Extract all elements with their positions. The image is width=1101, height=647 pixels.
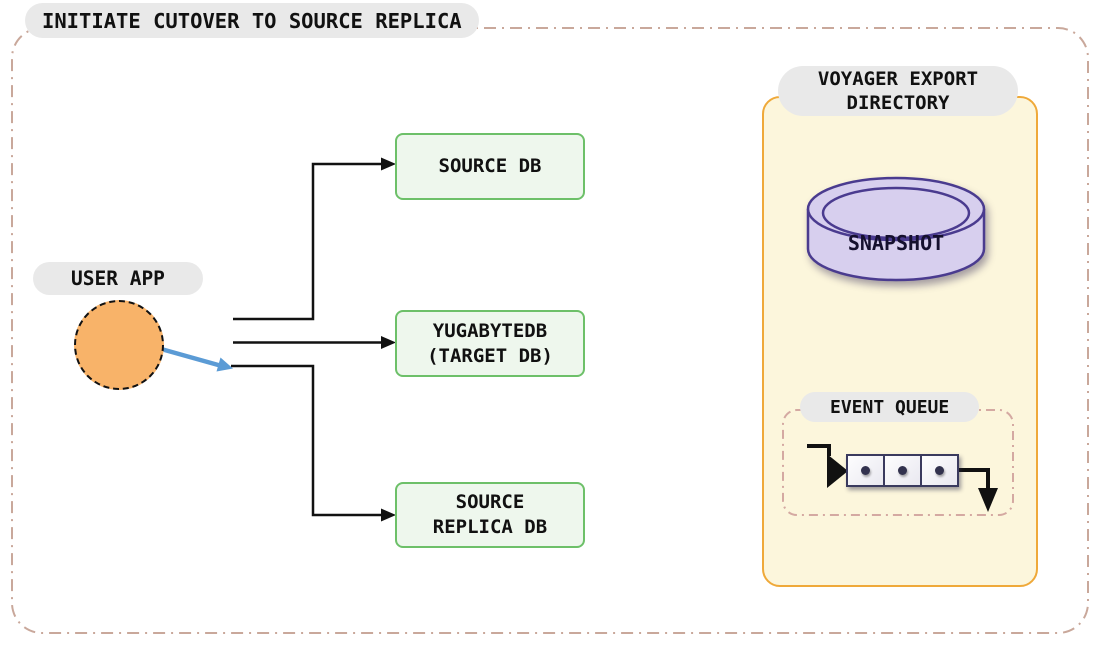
connector-arrow-source-replica-db: [231, 364, 396, 522]
queue-cell: [846, 454, 885, 487]
node-source-replica-line1: SOURCE: [455, 491, 525, 513]
node-source-replica-db: SOURCE REPLICA DB: [395, 482, 585, 548]
snapshot-label: SNAPSHOT: [848, 231, 944, 255]
diagram-title: INITIATE CUTOVER TO SOURCE REPLICA: [25, 3, 479, 38]
node-source-replica-line2: REPLICA DB: [432, 516, 548, 538]
queue-cell: [883, 454, 922, 487]
event-queue-dashed-box: [782, 409, 1014, 516]
blue-cutover-arrow: [151, 344, 233, 372]
queue-item-dot: [898, 466, 907, 475]
queue-inbound-arrow: [807, 444, 848, 488]
diagram-title-text: INITIATE CUTOVER TO SOURCE REPLICA: [42, 8, 462, 33]
voyager-panel-title-line1: VOYAGER EXPORT: [817, 68, 979, 90]
connector-arrow-source-db: [233, 157, 396, 321]
voyager-panel-title: VOYAGER EXPORT DIRECTORY: [778, 66, 1018, 116]
user-app-circle: [74, 300, 164, 390]
node-source-db: SOURCE DB: [395, 133, 585, 200]
outer-dashed-frame: [11, 27, 1089, 634]
node-yugabytedb-line1: YUGABYTEDB: [432, 319, 548, 342]
user-app-label: USER APP: [33, 262, 203, 295]
voyager-panel-title-line2: DIRECTORY: [846, 92, 950, 114]
node-source-db-line1: SOURCE DB: [438, 155, 542, 177]
user-app-label-text: USER APP: [71, 267, 165, 290]
event-queue-label-text: EVENT QUEUE: [830, 396, 950, 418]
event-queue-label: EVENT QUEUE: [800, 392, 980, 422]
connector-arrow-yugabytedb: [233, 336, 396, 349]
queue-item-dot: [861, 466, 870, 475]
queue-item-dot: [935, 466, 944, 475]
node-yugabytedb-line2: (TARGET DB): [427, 344, 553, 367]
snapshot-cylinder-icon: SNAPSHOT: [806, 176, 986, 282]
node-yugabytedb-target: YUGABYTEDB (TARGET DB): [395, 310, 585, 377]
queue-outbound-arrow: [959, 468, 998, 512]
queue-cells: [846, 454, 959, 487]
queue-cell: [920, 454, 959, 487]
